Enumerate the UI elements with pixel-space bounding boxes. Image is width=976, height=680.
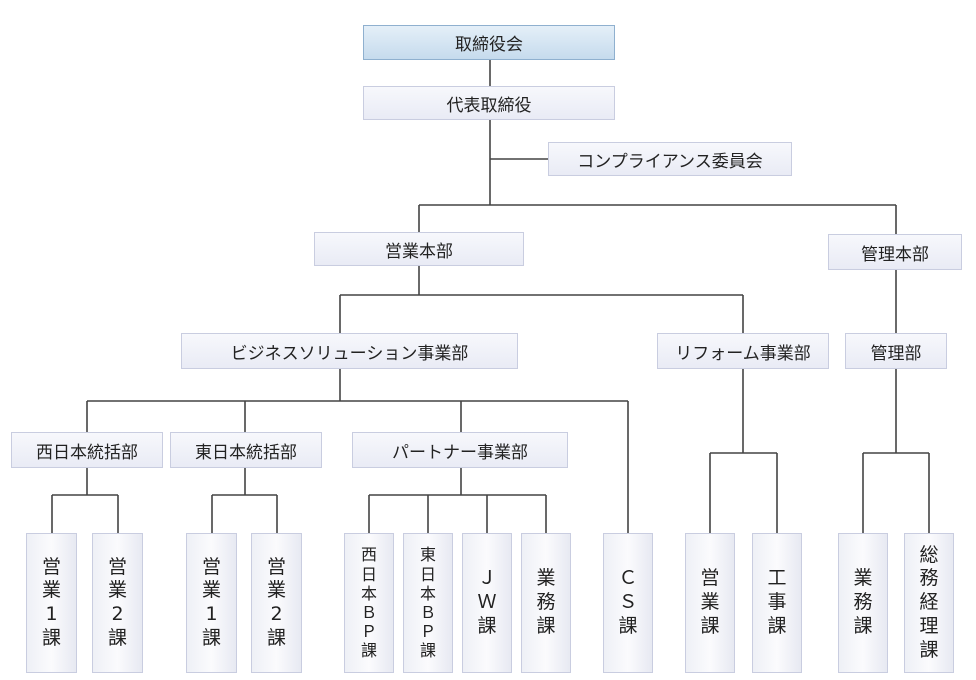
reform-sales-box: 営業課 — [685, 533, 735, 673]
reform-box: リフォーム事業部 — [657, 333, 829, 369]
admin-gyomu-box: 業務課 — [838, 533, 888, 673]
west-sales1-label: 営業1課 — [41, 555, 61, 649]
president-box: 代表取締役 — [363, 86, 615, 120]
west-label: 西日本統括部 — [36, 442, 138, 463]
east-box: 東日本統括部 — [170, 432, 322, 468]
east-label: 東日本統括部 — [195, 442, 297, 463]
admin-dept-label: 管理部 — [870, 343, 922, 364]
connector-divisions-bar — [339, 294, 744, 333]
reform-koji-label: 工事課 — [767, 567, 787, 637]
west-sales1-box: 営業1課 — [26, 533, 77, 673]
reform-sales-label: 営業課 — [700, 567, 720, 637]
gyomu-label: 業務課 — [536, 567, 556, 637]
admin-somu-box: 総務経理課 — [904, 533, 954, 673]
connector-admin — [862, 369, 930, 533]
cs-box: ＣＳ課 — [603, 533, 653, 673]
admin-somu-label: 総務経理課 — [919, 543, 939, 661]
biz-solution-label: ビジネスソリューション事業部 — [230, 343, 469, 364]
admin-hq-box: 管理本部 — [828, 234, 962, 270]
sales-hq-box: 営業本部 — [314, 232, 524, 266]
admin-gyomu-label: 業務課 — [853, 567, 873, 637]
connector-reform — [709, 369, 778, 533]
connector-east — [211, 468, 278, 533]
connector-partner — [368, 468, 547, 533]
connector-bs-bar — [86, 400, 629, 533]
west-sales2-box: 営業2課 — [92, 533, 143, 673]
partner-label: パートナー事業部 — [392, 442, 528, 463]
west-bp-label: 西日本ＢＰ課 — [360, 545, 377, 661]
east-sales2-label: 営業2課 — [266, 555, 286, 649]
reform-koji-box: 工事課 — [752, 533, 802, 673]
board-label: 取締役会 — [455, 35, 523, 55]
biz-solution-box: ビジネスソリューション事業部 — [181, 333, 518, 369]
admin-dept-box: 管理部 — [845, 333, 947, 369]
connector-hq-bar — [418, 204, 897, 234]
east-bp-box: 東日本ＢＰ課 — [403, 533, 453, 673]
jw-box: ＪＷ課 — [462, 533, 512, 673]
gyomu-box: 業務課 — [521, 533, 571, 673]
sales-hq-label: 営業本部 — [385, 241, 453, 262]
west-box: 西日本統括部 — [11, 432, 163, 468]
compliance-box: コンプライアンス委員会 — [548, 142, 792, 176]
east-sales2-box: 営業2課 — [251, 533, 302, 673]
west-bp-box: 西日本ＢＰ課 — [344, 533, 394, 673]
admin-hq-label: 管理本部 — [861, 244, 929, 265]
board-box: 取締役会 — [363, 25, 615, 60]
jw-label: ＪＷ課 — [477, 567, 497, 637]
cs-label: ＣＳ課 — [618, 567, 638, 637]
east-bp-label: 東日本ＢＰ課 — [419, 545, 436, 661]
compliance-label: コンプライアンス委員会 — [577, 151, 763, 172]
east-sales1-label: 営業1課 — [201, 555, 221, 649]
reform-label: リフォーム事業部 — [675, 343, 811, 364]
partner-box: パートナー事業部 — [352, 432, 568, 468]
east-sales1-box: 営業1課 — [186, 533, 237, 673]
west-sales2-label: 営業2課 — [107, 555, 127, 649]
connector-west — [51, 468, 119, 533]
president-label: 代表取締役 — [446, 95, 532, 116]
